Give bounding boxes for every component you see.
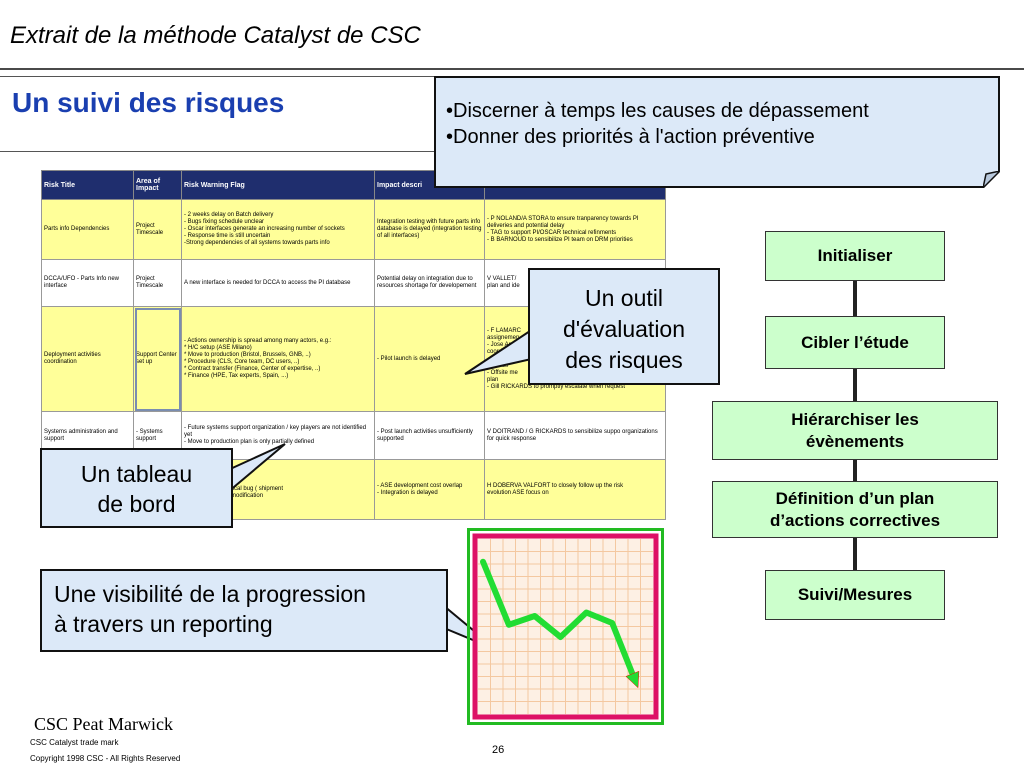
step-label: Suivi/Mesures	[797, 585, 913, 604]
slide-title: Un suivi des risques	[12, 87, 285, 118]
table-cell: Parts info Dependencies	[41, 199, 134, 260]
table-cell: - P NOLAND/A STORA to ensure tranparency…	[484, 199, 666, 260]
table-cell: Deployment activities coordination	[41, 306, 134, 412]
title-frame	[0, 76, 450, 152]
objective-item: •Discerner à temps les causes de dépasse…	[446, 100, 869, 122]
step-label: Hiérarchiser les	[791, 409, 919, 429]
table-row: Parts info Dependencies Project Timescal…	[41, 199, 666, 260]
objectives-callout: •Discerner à temps les causes de dépasse…	[434, 76, 1000, 188]
flow-connector	[853, 369, 857, 401]
table-row: DCCA/UFO - Parts Info new interface Proj…	[41, 259, 666, 307]
table-cell: - Actions ownership is spread among many…	[181, 306, 375, 412]
process-step-hierarchiser: Hiérarchiser les évènements	[712, 401, 998, 460]
table-cell: - 2 weeks delay on Batch delivery - Bugs…	[181, 199, 375, 260]
callout-text: à travers un reporting	[54, 611, 273, 637]
chart-arrow-head	[625, 670, 640, 689]
step-label: évènements	[805, 431, 905, 451]
process-step-cibler: Cibler l’étude	[765, 316, 945, 369]
objective-item: •Donner des priorités à l'action prévent…	[446, 126, 815, 148]
header-divider	[0, 68, 1024, 70]
step-label: Initialiser	[817, 246, 893, 265]
table-row: Systems administration and support - Sys…	[41, 411, 666, 460]
header-title: Extrait de la méthode Catalyst de CSC	[10, 22, 421, 49]
step-label: Définition d’un plan	[775, 488, 935, 508]
table-cell-selected[interactable]: Support Center set up	[133, 306, 182, 412]
table-cell: A new interface is needed for DCCA to ac…	[181, 259, 375, 307]
callout-text: des risques	[565, 347, 683, 373]
table-cell: - Post launch activities unsufficiently …	[374, 411, 485, 460]
table-cell: Project Timescale	[133, 199, 182, 260]
chart-series-line	[480, 558, 636, 677]
step-label: Cibler l’étude	[801, 332, 909, 352]
callout-text: Un tableau	[80, 461, 193, 487]
table-cell: V DOITRAND / G RICKARDS to sensibilize s…	[484, 411, 666, 460]
process-step-plan-actions: Définition d’un plan d’actions correctiv…	[712, 481, 998, 538]
process-step-suivi: Suivi/Mesures	[765, 570, 945, 620]
visibility-callout: Une visibilité de la progression à trave…	[40, 569, 448, 652]
tool-callout: Un outil d'évaluation des risques	[528, 268, 720, 385]
table-cell: Potential delay on integration due to re…	[374, 259, 485, 307]
flow-connector	[853, 281, 857, 316]
reporting-chart	[467, 528, 664, 725]
dashboard-callout: Un tableau de bord	[40, 448, 233, 528]
page-fold-icon	[983, 171, 1000, 188]
step-label: d’actions correctives	[769, 510, 941, 530]
page-number: 26	[492, 744, 505, 756]
table-cell: - ASE development cost overlap - Integra…	[374, 459, 485, 520]
callout-text: Un outil	[585, 285, 663, 311]
tableau-callout-tail	[227, 443, 286, 495]
column-header: Risk Warning Flag	[181, 170, 375, 200]
copyright-text: Copyright 1998 CSC - All Rights Reserved	[30, 754, 181, 763]
trademark-text: CSC Catalyst trade mark	[30, 738, 119, 747]
callout-text: d'évaluation	[562, 316, 686, 342]
table-cell: Integration testing with future parts in…	[374, 199, 485, 260]
flow-connector	[853, 538, 857, 570]
table-cell: Project Timescale	[133, 259, 182, 307]
chart-outer-border	[467, 528, 664, 725]
callout-text: de bord	[97, 491, 176, 517]
callout-text: Une visibilité de la progression	[54, 581, 366, 607]
process-step-initialiser: Initialiser	[765, 231, 945, 281]
tool-callout-tail	[464, 325, 537, 375]
company-name: CSC Peat Marwick	[34, 714, 173, 734]
table-cell: H DOBERVA VALFORT to closely follow up t…	[484, 459, 666, 520]
table-cell: DCCA/UFO - Parts Info new interface	[41, 259, 134, 307]
flow-connector	[853, 460, 857, 481]
